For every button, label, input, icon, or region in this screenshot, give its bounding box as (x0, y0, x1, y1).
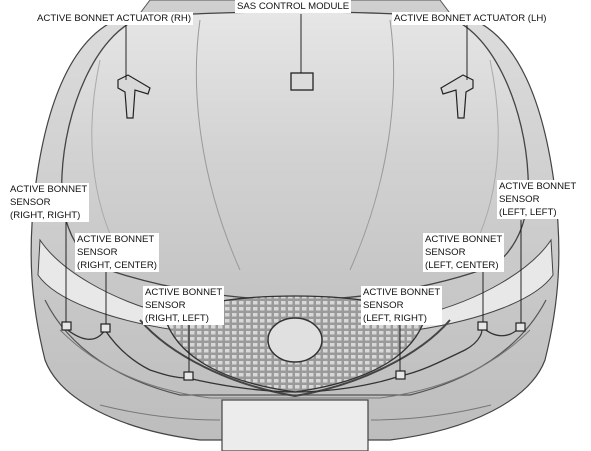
sensor-right-left (183, 371, 194, 381)
sensor-harness (64, 324, 521, 393)
sas-module-shape (290, 72, 314, 91)
actuator-rh-shape (117, 74, 151, 119)
grille-chrome-wing (139, 319, 451, 398)
label-actuator-lh: ACTIVE BONNET ACTUATOR (LH) (392, 12, 549, 25)
sensor-right-right (61, 321, 72, 331)
lower-intake-right (99, 404, 221, 421)
label-actuator-rh: ACTIVE BONNET ACTUATOR (RH) (35, 12, 194, 25)
sensor-left-left (515, 322, 526, 332)
sensor-left-center (477, 321, 488, 331)
hood-crease-left (349, 19, 395, 271)
label-sas-control-module: SAS CONTROL MODULE (235, 0, 352, 13)
sensor-left-right (395, 370, 406, 380)
lower-intake-left (370, 404, 492, 421)
sensor-right-center (100, 323, 111, 333)
license-plate-area (221, 399, 369, 451)
bumper-lower-line (59, 329, 531, 399)
emblem (267, 317, 323, 363)
hood-crease-right (195, 19, 241, 271)
leader-lines (65, 14, 522, 372)
actuator-lh-shape (440, 74, 474, 119)
